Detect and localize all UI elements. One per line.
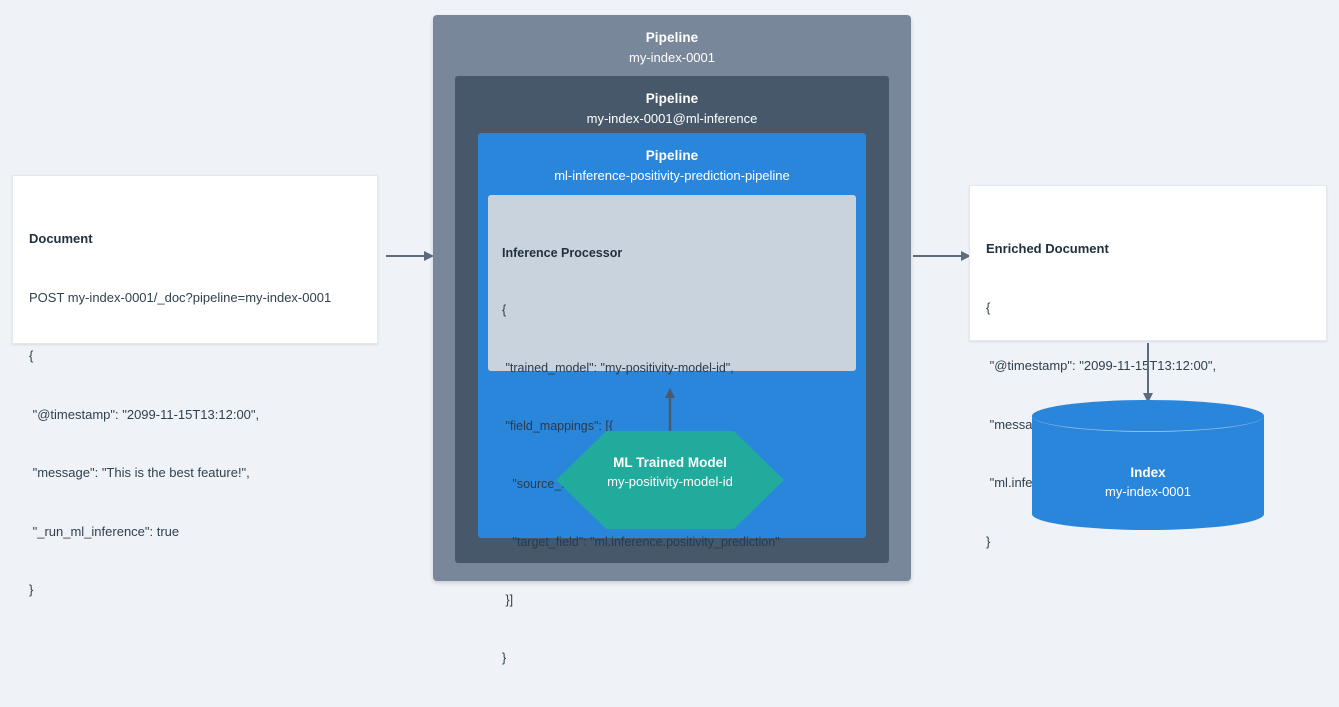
inference-processor-line-0: { [502, 303, 507, 318]
pipeline-outer-box: Pipeline my-index-0001 Pipeline my-index… [433, 15, 911, 665]
pipeline-middle-subtitle: my-index-0001@ml-inference [586, 111, 758, 126]
arrow-enriched-document-to-index-icon [1143, 343, 1153, 403]
document-card-title: Document [29, 231, 93, 246]
enriched-document-line-4: } [986, 533, 991, 549]
pipeline-outer-title: Pipeline [645, 30, 699, 45]
cylinder-body [1032, 416, 1264, 514]
inference-processor-line-2: "field_mappings": [{ [502, 419, 614, 434]
pipeline-middle-title: Pipeline [645, 91, 699, 106]
pipeline-outer-subtitle: my-index-0001 [629, 50, 715, 65]
pipeline-middle-header: Pipeline my-index-0001@ml-inference [455, 76, 889, 129]
cylinder-top-ellipse [1032, 400, 1264, 432]
enriched-document-card: Enriched Document { "@timestamp": "2099-… [969, 185, 1327, 549]
inference-processor-line-1: "trained_model": "my-positivity-model-id… [502, 361, 734, 376]
ml-trained-model-title: ML Trained Model [613, 455, 727, 470]
hexagon-shape [556, 431, 784, 529]
pipeline-middle-box: Pipeline my-index-0001@ml-inference Pipe… [455, 76, 889, 665]
inference-processor-line-6: } [502, 650, 507, 665]
pipeline-inner-title: Pipeline [645, 148, 699, 163]
arrow-ml-model-to-inference-processor-icon [665, 388, 675, 434]
enriched-document-line-0: { [986, 299, 991, 315]
document-card-line-3: "message": "This is the best feature!", [29, 465, 250, 480]
inference-processor-panel: Inference Processor { "trained_model": "… [488, 195, 856, 665]
cylinder-bottom-ellipse [1032, 498, 1264, 530]
index-cylinder-node: Index my-index-0001 [1032, 400, 1264, 530]
pipeline-inner-box: Pipeline ml-inference-positivity-predict… [478, 133, 866, 665]
document-card-line-5: } [29, 582, 34, 597]
inference-processor-line-4: "target_field": "ml.inference.positivity… [502, 535, 780, 550]
pipeline-outer-header: Pipeline my-index-0001 [433, 15, 911, 68]
document-card-line-4: "_run_ml_inference": true [29, 523, 180, 539]
diagram-canvas: Document POST my-index-0001/_doc?pipelin… [12, 15, 1327, 665]
inference-processor-title: Inference Processor [502, 245, 623, 260]
arrow-document-to-pipeline-icon [386, 251, 434, 261]
enriched-document-title: Enriched Document [986, 241, 1109, 256]
ml-trained-model-subtitle: my-positivity-model-id [607, 474, 733, 489]
arrow-pipeline-to-enriched-document-icon [913, 251, 971, 261]
document-card-line-0: POST my-index-0001/_doc?pipeline=my-inde… [29, 289, 332, 305]
inference-processor-line-5: }] [502, 592, 514, 607]
document-card-line-2: "@timestamp": "2099-11-15T13:12:00", [29, 406, 260, 422]
document-card: Document POST my-index-0001/_doc?pipelin… [12, 175, 378, 597]
index-label: Index my-index-0001 [1032, 463, 1264, 502]
ml-trained-model-label: ML Trained Model my-positivity-model-id [556, 453, 784, 492]
ml-trained-model-node: ML Trained Model my-positivity-model-id [556, 431, 784, 529]
pipeline-inner-subtitle: ml-inference-positivity-prediction-pipel… [554, 168, 790, 183]
pipeline-inner-header: Pipeline ml-inference-positivity-predict… [478, 133, 866, 186]
index-title: Index [1130, 465, 1166, 480]
document-card-line-1: { [29, 348, 34, 363]
index-subtitle: my-index-0001 [1105, 484, 1191, 499]
